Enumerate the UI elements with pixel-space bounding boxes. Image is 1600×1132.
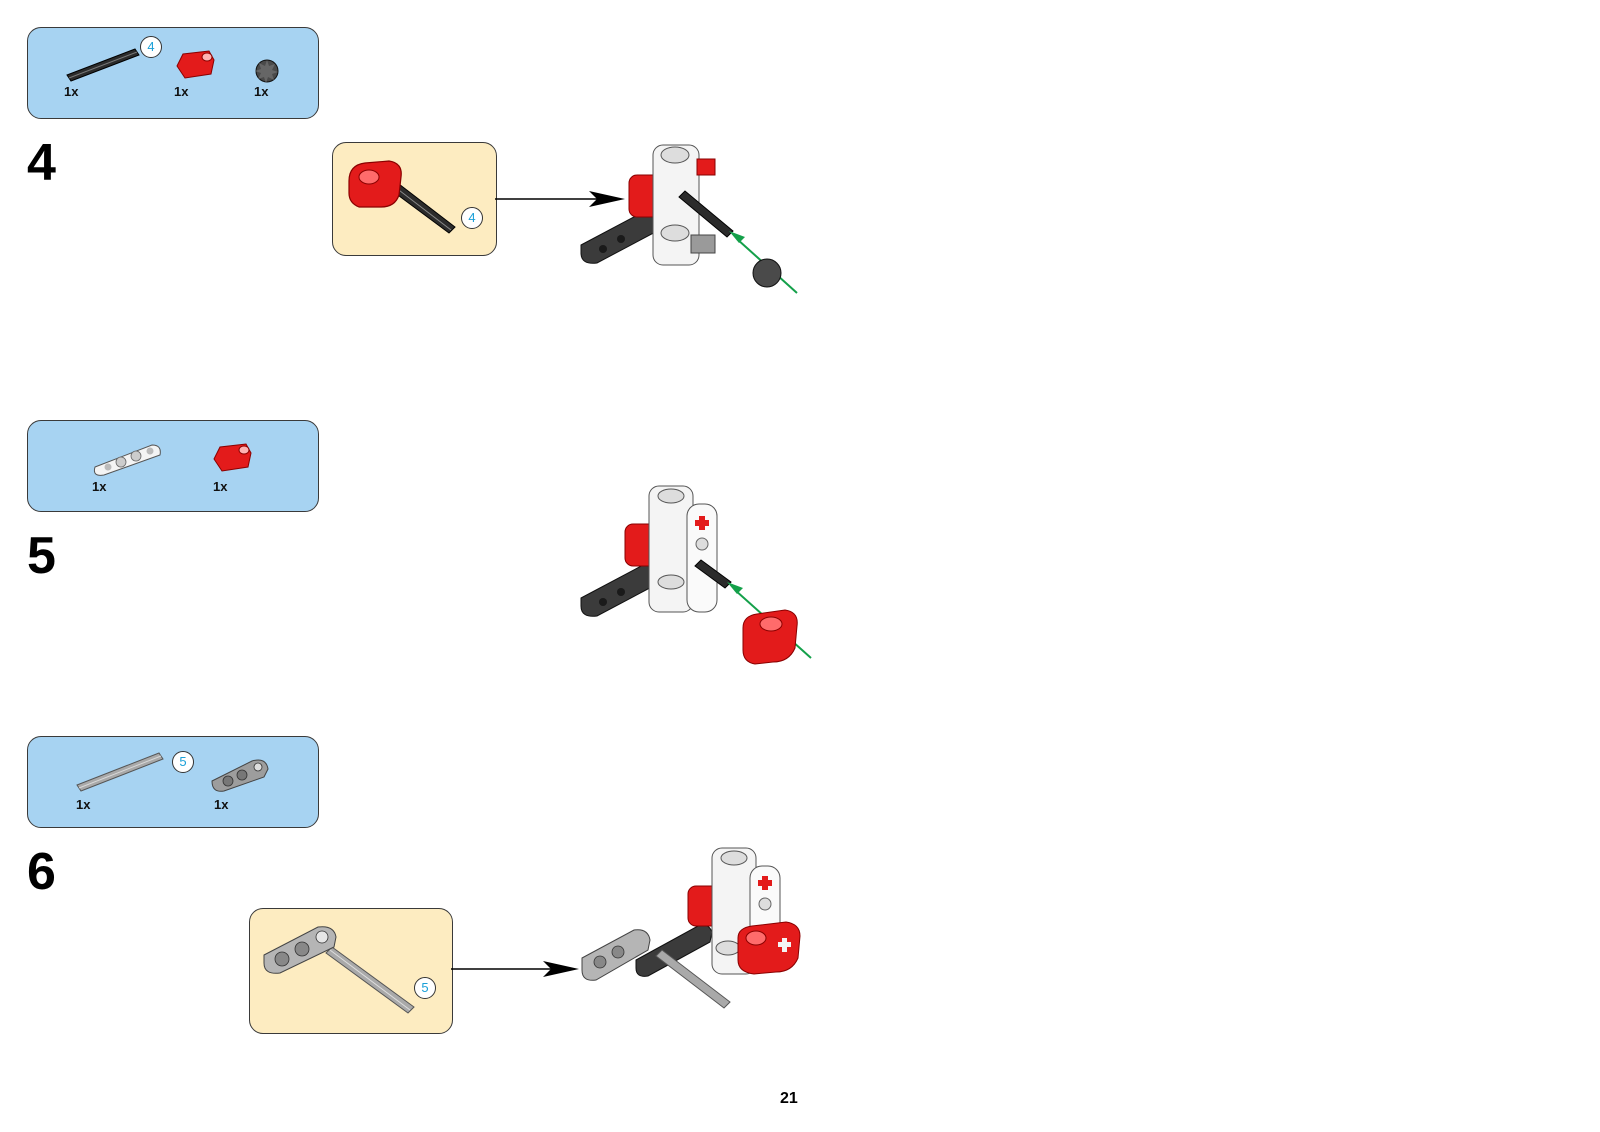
- parts-list-step-6: 5 1x 1x: [27, 736, 319, 828]
- step-number: 4: [27, 137, 56, 189]
- gray-block-with-axle-icon: [260, 921, 420, 1025]
- part-qty: 1x: [76, 797, 90, 812]
- gray-cross-block-icon: [208, 753, 273, 795]
- axle-length-badge: 5: [414, 977, 436, 999]
- page-number: 21: [780, 1090, 798, 1108]
- dark-gray-bushing-icon: [252, 56, 282, 86]
- gray-axle-icon: [73, 749, 168, 799]
- parts-list-step-5: 1x 1x: [27, 420, 319, 512]
- parts-list-step-4: 4 1x 1x 1x: [27, 27, 319, 119]
- subassembly-step-6: 5: [249, 908, 453, 1034]
- subassembly-step-4: 4: [332, 142, 497, 256]
- part-qty: 1x: [214, 797, 228, 812]
- axle-length-badge: 4: [461, 207, 483, 229]
- axle-length-badge: 5: [172, 751, 194, 773]
- part-qty: 1x: [92, 479, 106, 494]
- attach-arrow: [451, 958, 583, 980]
- step-number: 6: [27, 846, 56, 898]
- part-qty: 1x: [64, 84, 78, 99]
- part-qty: 1x: [254, 84, 268, 99]
- red-cross-block-icon: [210, 441, 255, 476]
- step-6-model: [578, 840, 808, 1025]
- axle-length-badge: 4: [140, 36, 162, 58]
- step-5-model: [575, 478, 820, 668]
- part-qty: 1x: [174, 84, 188, 99]
- red-block-with-axle-icon: [345, 155, 465, 245]
- part-qty: 1x: [213, 479, 227, 494]
- step-number: 5: [27, 530, 56, 582]
- step-4-model: [575, 125, 815, 305]
- red-cross-block-icon: [173, 48, 218, 83]
- white-beam-icon: [90, 439, 165, 479]
